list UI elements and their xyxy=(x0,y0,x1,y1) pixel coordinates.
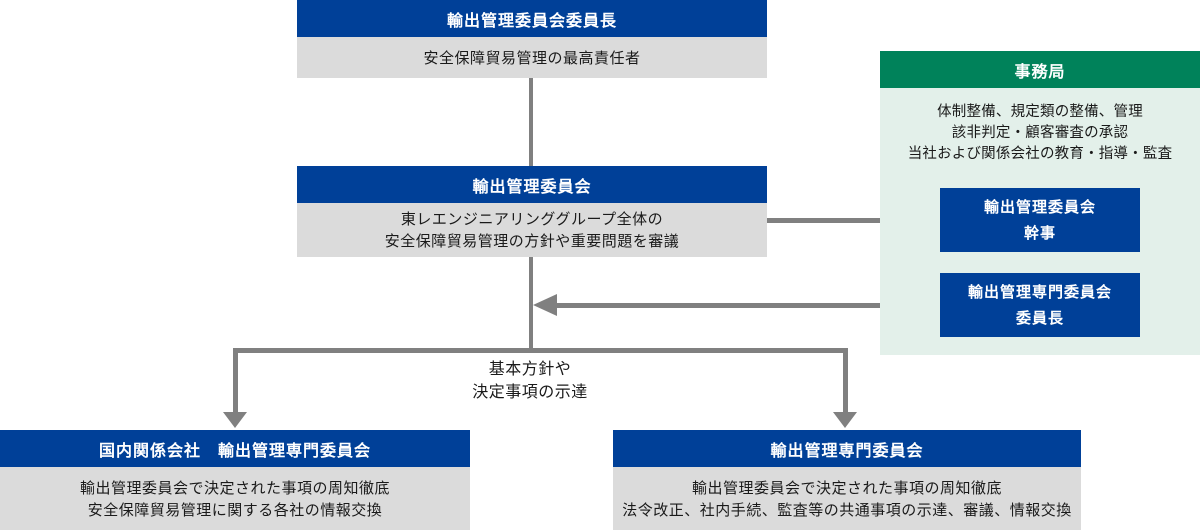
flow-label-line1: 基本方針や xyxy=(488,359,572,378)
committee-secretary-line1: 輸出管理委員会 xyxy=(983,198,1096,216)
chairman-role: 安全保障貿易管理の最高責任者 xyxy=(297,37,767,78)
subcommittee-chair-box: 輸出管理専門委員会 委員長 xyxy=(940,273,1140,337)
connector-branch-horizontal xyxy=(233,348,848,353)
committee-box: 輸出管理委員会 東レエンジニアリンググループ全体の 安全保障貿易管理の方針や重要… xyxy=(297,166,767,257)
committee-role-line1: 東レエンジニアリンググループ全体の xyxy=(400,210,664,228)
committee-secretary-line2: 幹事 xyxy=(1023,224,1056,242)
committee-title: 輸出管理委員会 xyxy=(297,166,767,203)
chairman-title: 輸出管理委員会委員長 xyxy=(297,0,767,37)
specialized-committee-box: 輸出管理専門委員会 輸出管理委員会で決定された事項の周知徹底 法令改正、社内手続… xyxy=(613,430,1081,530)
committee-role-line2: 安全保障貿易管理の方針や重要問題を審議 xyxy=(384,232,680,250)
secretariat-duty-line1: 体制整備、規定類の整備、管理 xyxy=(937,104,1143,120)
secretariat-panel: 事務局 体制整備、規定類の整備、管理 該非判定・顧客審査の承認 当社および関係会… xyxy=(880,51,1200,355)
specialized-committee-role-line2: 法令改正、社内手続、監査等の共通事項の示達、審議、情報交換 xyxy=(622,500,1072,519)
connector-committee-secretary xyxy=(767,218,940,223)
committee-role: 東レエンジニアリンググループ全体の 安全保障貿易管理の方針や重要問題を審議 xyxy=(297,203,767,257)
connector-subchair-committee-line xyxy=(556,303,940,308)
connector-branch-specialized xyxy=(843,348,848,414)
committee-secretary-box: 輸出管理委員会 幹事 xyxy=(940,188,1140,252)
domestic-committee-role-line1: 輸出管理委員会で決定された事項の周知徹底 xyxy=(79,478,390,497)
flow-label-line2: 決定事項の示達 xyxy=(472,382,588,401)
connector-branch-domestic xyxy=(233,348,238,414)
connector-chairman-committee xyxy=(529,78,533,166)
specialized-committee-role-line1: 輸出管理委員会で決定された事項の周知徹底 xyxy=(691,478,1002,497)
arrow-down-right-icon xyxy=(833,412,857,428)
secretariat-title: 事務局 xyxy=(880,51,1200,88)
domestic-committee-role: 輸出管理委員会で決定された事項の周知徹底 安全保障貿易管理に関する各社の情報交換 xyxy=(0,467,470,530)
specialized-committee-title: 輸出管理専門委員会 xyxy=(613,430,1081,467)
arrow-left-icon xyxy=(533,294,557,316)
arrow-down-left-icon xyxy=(223,412,247,428)
domestic-committee-box: 国内関係会社 輸出管理専門委員会 輸出管理委員会で決定された事項の周知徹底 安全… xyxy=(0,430,470,530)
specialized-committee-role: 輸出管理委員会で決定された事項の周知徹底 法令改正、社内手続、監査等の共通事項の… xyxy=(613,467,1081,530)
subcommittee-chair-line2: 委員長 xyxy=(1015,309,1064,327)
secretariat-duty-line2: 該非判定・顧客審査の承認 xyxy=(951,125,1129,141)
secretariat-duties: 体制整備、規定類の整備、管理 該非判定・顧客審査の承認 当社および関係会社の教育… xyxy=(880,88,1200,165)
secretariat-duty-line3: 当社および関係会社の教育・指導・監査 xyxy=(907,146,1173,162)
chairman-box: 輸出管理委員会委員長 安全保障貿易管理の最高責任者 xyxy=(297,0,767,78)
connector-committee-branch xyxy=(529,257,533,352)
flow-label: 基本方針や 決定事項の示達 xyxy=(410,357,650,403)
subcommittee-chair-line1: 輸出管理専門委員会 xyxy=(967,283,1112,301)
domestic-committee-title: 国内関係会社 輸出管理専門委員会 xyxy=(0,430,470,467)
domestic-committee-role-line2: 安全保障貿易管理に関する各社の情報交換 xyxy=(87,500,383,519)
